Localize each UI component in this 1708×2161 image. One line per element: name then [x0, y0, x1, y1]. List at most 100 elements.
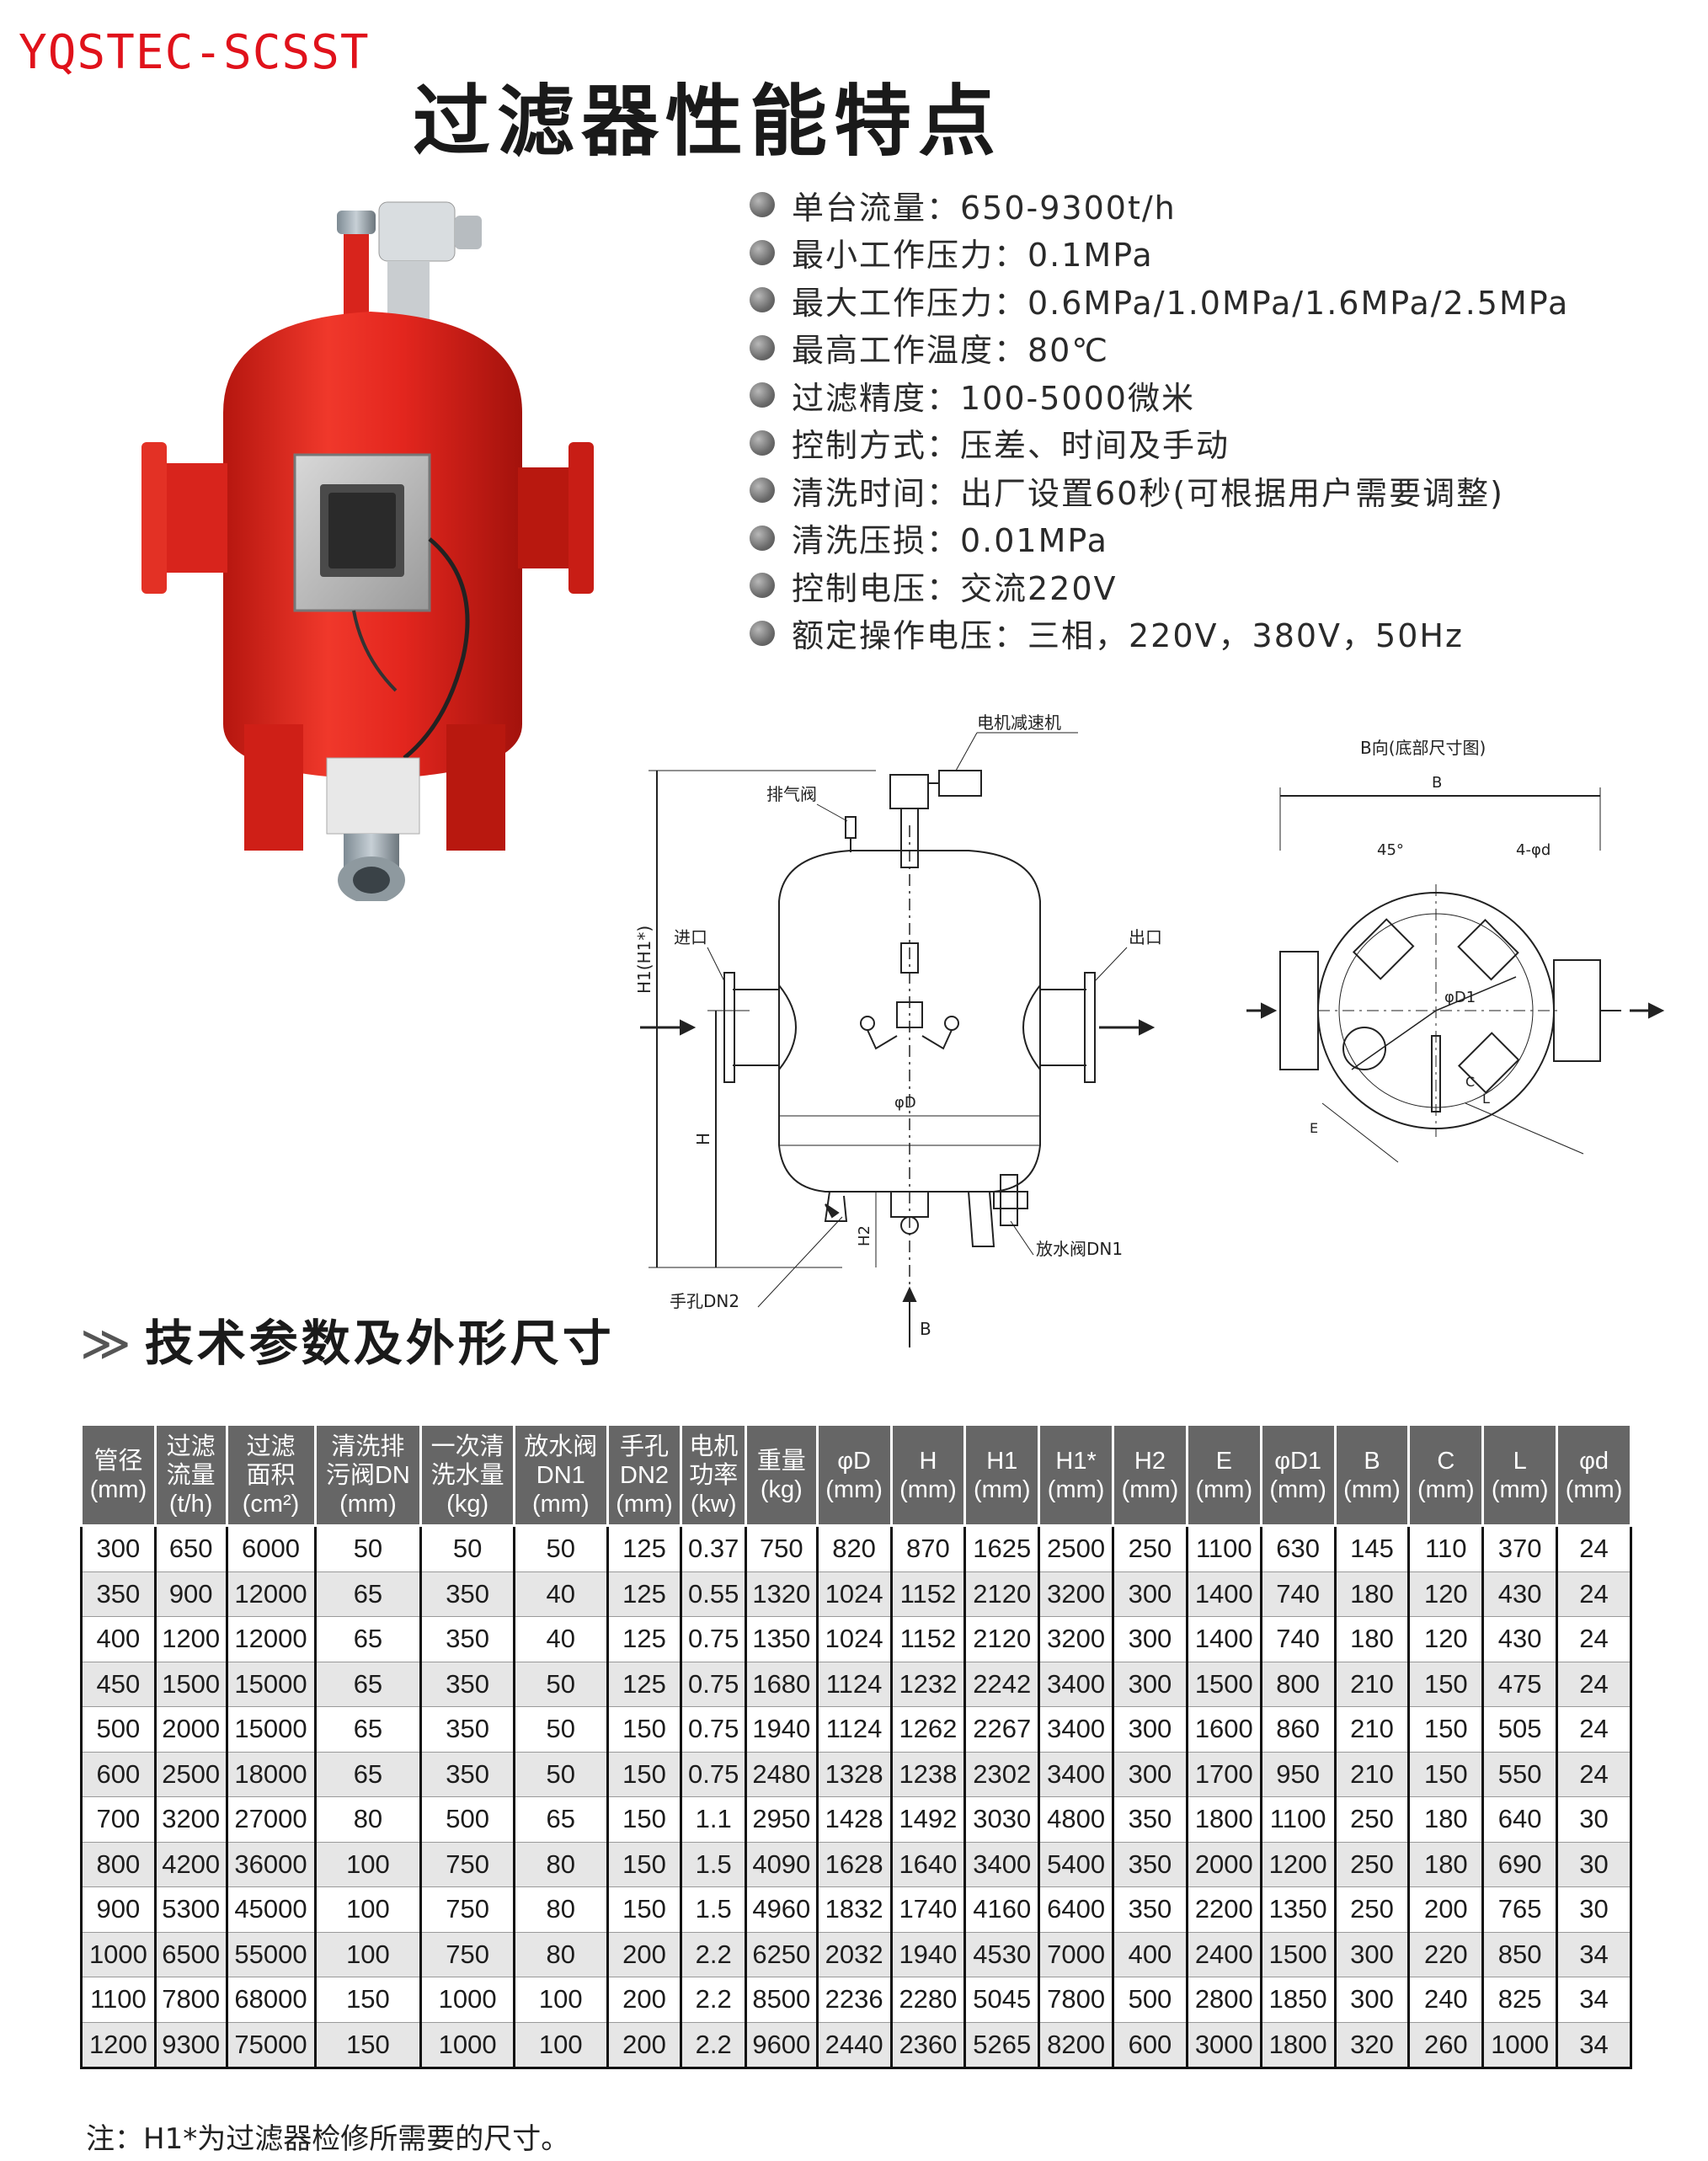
table-cell: 600	[80, 1751, 157, 1797]
column-header-line: 过滤	[166, 1433, 216, 1460]
table-cell: 1350	[1259, 1886, 1337, 1933]
column-header-line: (mm)	[1491, 1475, 1549, 1503]
table-cell: 2500	[153, 1751, 228, 1797]
column-header: E(mm)	[1185, 1423, 1262, 1527]
table-cell: 350	[419, 1571, 515, 1617]
table-cell: 12000	[225, 1571, 317, 1617]
table-header-row: 管径(mm)过滤流量(t/h)过滤面积(cm²)清洗排污阀DN(mm)一次清洗水…	[80, 1423, 1632, 1527]
column-header-line: (mm)	[1195, 1475, 1253, 1503]
table-cell: 55000	[225, 1931, 317, 1977]
column-header-line: (kg)	[446, 1490, 489, 1518]
table-cell: 6400	[1038, 1886, 1115, 1933]
column-header: 清洗排污阀DN(mm)	[313, 1423, 423, 1527]
table-cell: 370	[1481, 1525, 1559, 1572]
table-cell: 1640	[889, 1841, 967, 1887]
chevron-right-icon: ≫	[80, 1315, 135, 1372]
bullet-icon	[750, 287, 775, 313]
table-cell: 2280	[889, 1977, 967, 2023]
table-cell: 2800	[1185, 1977, 1262, 2023]
table-cell: 750	[419, 1886, 515, 1933]
table-cell: 27000	[225, 1796, 317, 1843]
column-header-line: (mm)	[973, 1475, 1031, 1503]
h2-label: H2	[856, 1225, 873, 1246]
table-cell: 2267	[963, 1706, 1041, 1753]
table-cell: 34	[1556, 2021, 1632, 2069]
table-cell: 350	[419, 1706, 515, 1753]
table-cell: 1850	[1259, 1977, 1337, 2023]
table-cell: 1.5	[680, 1841, 747, 1887]
table-cell: 300	[1112, 1661, 1188, 1707]
table-cell: 1350	[744, 1616, 819, 1662]
e-label: E	[1310, 1120, 1318, 1136]
bullet-icon	[750, 620, 775, 646]
table-cell: 40	[512, 1616, 609, 1662]
column-header-line: (mm)	[339, 1490, 397, 1518]
table-cell: 750	[744, 1525, 819, 1572]
table-cell: 150	[606, 1886, 683, 1933]
column-header-line: (mm)	[1343, 1475, 1401, 1503]
column-header-line: 电机	[689, 1433, 739, 1460]
table-cell: 350	[1112, 1841, 1188, 1887]
table-cell: 1024	[815, 1571, 893, 1617]
section-title: ≫技术参数及外形尺寸	[80, 1315, 615, 1372]
table-cell: 80	[512, 1931, 609, 1977]
table-cell: 1940	[889, 1931, 967, 1977]
table-cell: 250	[1333, 1796, 1411, 1843]
table-cell: 1124	[815, 1706, 893, 1753]
b-dim-label: B	[1432, 774, 1442, 792]
feature-item: 清洗压损：0.01MPa	[750, 515, 1569, 563]
holes-label: 4-φd	[1516, 841, 1551, 859]
table-cell: 200	[606, 1931, 683, 1977]
column-header-line: 面积	[246, 1461, 296, 1489]
table-cell: 870	[889, 1525, 967, 1572]
table-cell: 300	[1112, 1616, 1188, 1662]
table-cell: 1100	[1185, 1525, 1262, 1572]
column-header-line: φD	[837, 1447, 871, 1475]
table-cell: 2236	[815, 1977, 893, 2023]
table-cell: 50	[512, 1661, 609, 1707]
page-title: 过滤器性能特点	[413, 77, 1003, 167]
table-cell: 1800	[1259, 2021, 1337, 2069]
column-header-line: L	[1513, 1447, 1527, 1475]
table-cell: 0.37	[680, 1525, 747, 1572]
feature-item: 控制方式：压差、时间及手动	[750, 419, 1569, 467]
table-cell: 300	[80, 1525, 157, 1572]
table-cell: 1940	[744, 1706, 819, 1753]
table-cell: 1400	[1185, 1616, 1262, 1662]
table-cell: 15000	[225, 1661, 317, 1707]
b-arrow-label: B	[920, 1319, 931, 1339]
table-cell: 2950	[744, 1796, 819, 1843]
table-cell: 2500	[1038, 1525, 1115, 1572]
table-cell: 24	[1556, 1571, 1632, 1617]
table-cell: 180	[1333, 1571, 1411, 1617]
table-cell: 150	[1407, 1661, 1485, 1707]
column-header: 过滤流量(t/h)	[153, 1423, 228, 1527]
table-cell: 1024	[815, 1616, 893, 1662]
column-header-line: φd	[1579, 1447, 1609, 1475]
feature-item: 过滤精度：100-5000微米	[750, 371, 1569, 419]
table-cell: 2480	[744, 1751, 819, 1797]
table-cell: 1000	[419, 2021, 515, 2069]
table-cell: 1200	[80, 2021, 157, 2069]
column-header: φD1(mm)	[1259, 1423, 1337, 1527]
column-header: 重量(kg)	[744, 1423, 819, 1527]
table-cell: 145	[1333, 1525, 1411, 1572]
table-cell: 350	[419, 1616, 515, 1662]
column-header-line: 重量	[756, 1447, 806, 1475]
table-cell: 0.75	[680, 1616, 747, 1662]
table-cell: 5265	[963, 2021, 1041, 2069]
table-cell: 150	[313, 1977, 423, 2023]
table-cell: 1.5	[680, 1886, 747, 1933]
table-cell: 1625	[963, 1525, 1041, 1572]
table-cell: 765	[1481, 1886, 1559, 1933]
table-cell: 15000	[225, 1706, 317, 1753]
table-cell: 210	[1333, 1661, 1411, 1707]
table-cell: 6250	[744, 1931, 819, 1977]
table-cell: 125	[606, 1661, 683, 1707]
column-header: φd(mm)	[1556, 1423, 1632, 1527]
table-cell: 1320	[744, 1571, 819, 1617]
table-cell: 2360	[889, 2021, 967, 2069]
table-cell: 1232	[889, 1661, 967, 1707]
